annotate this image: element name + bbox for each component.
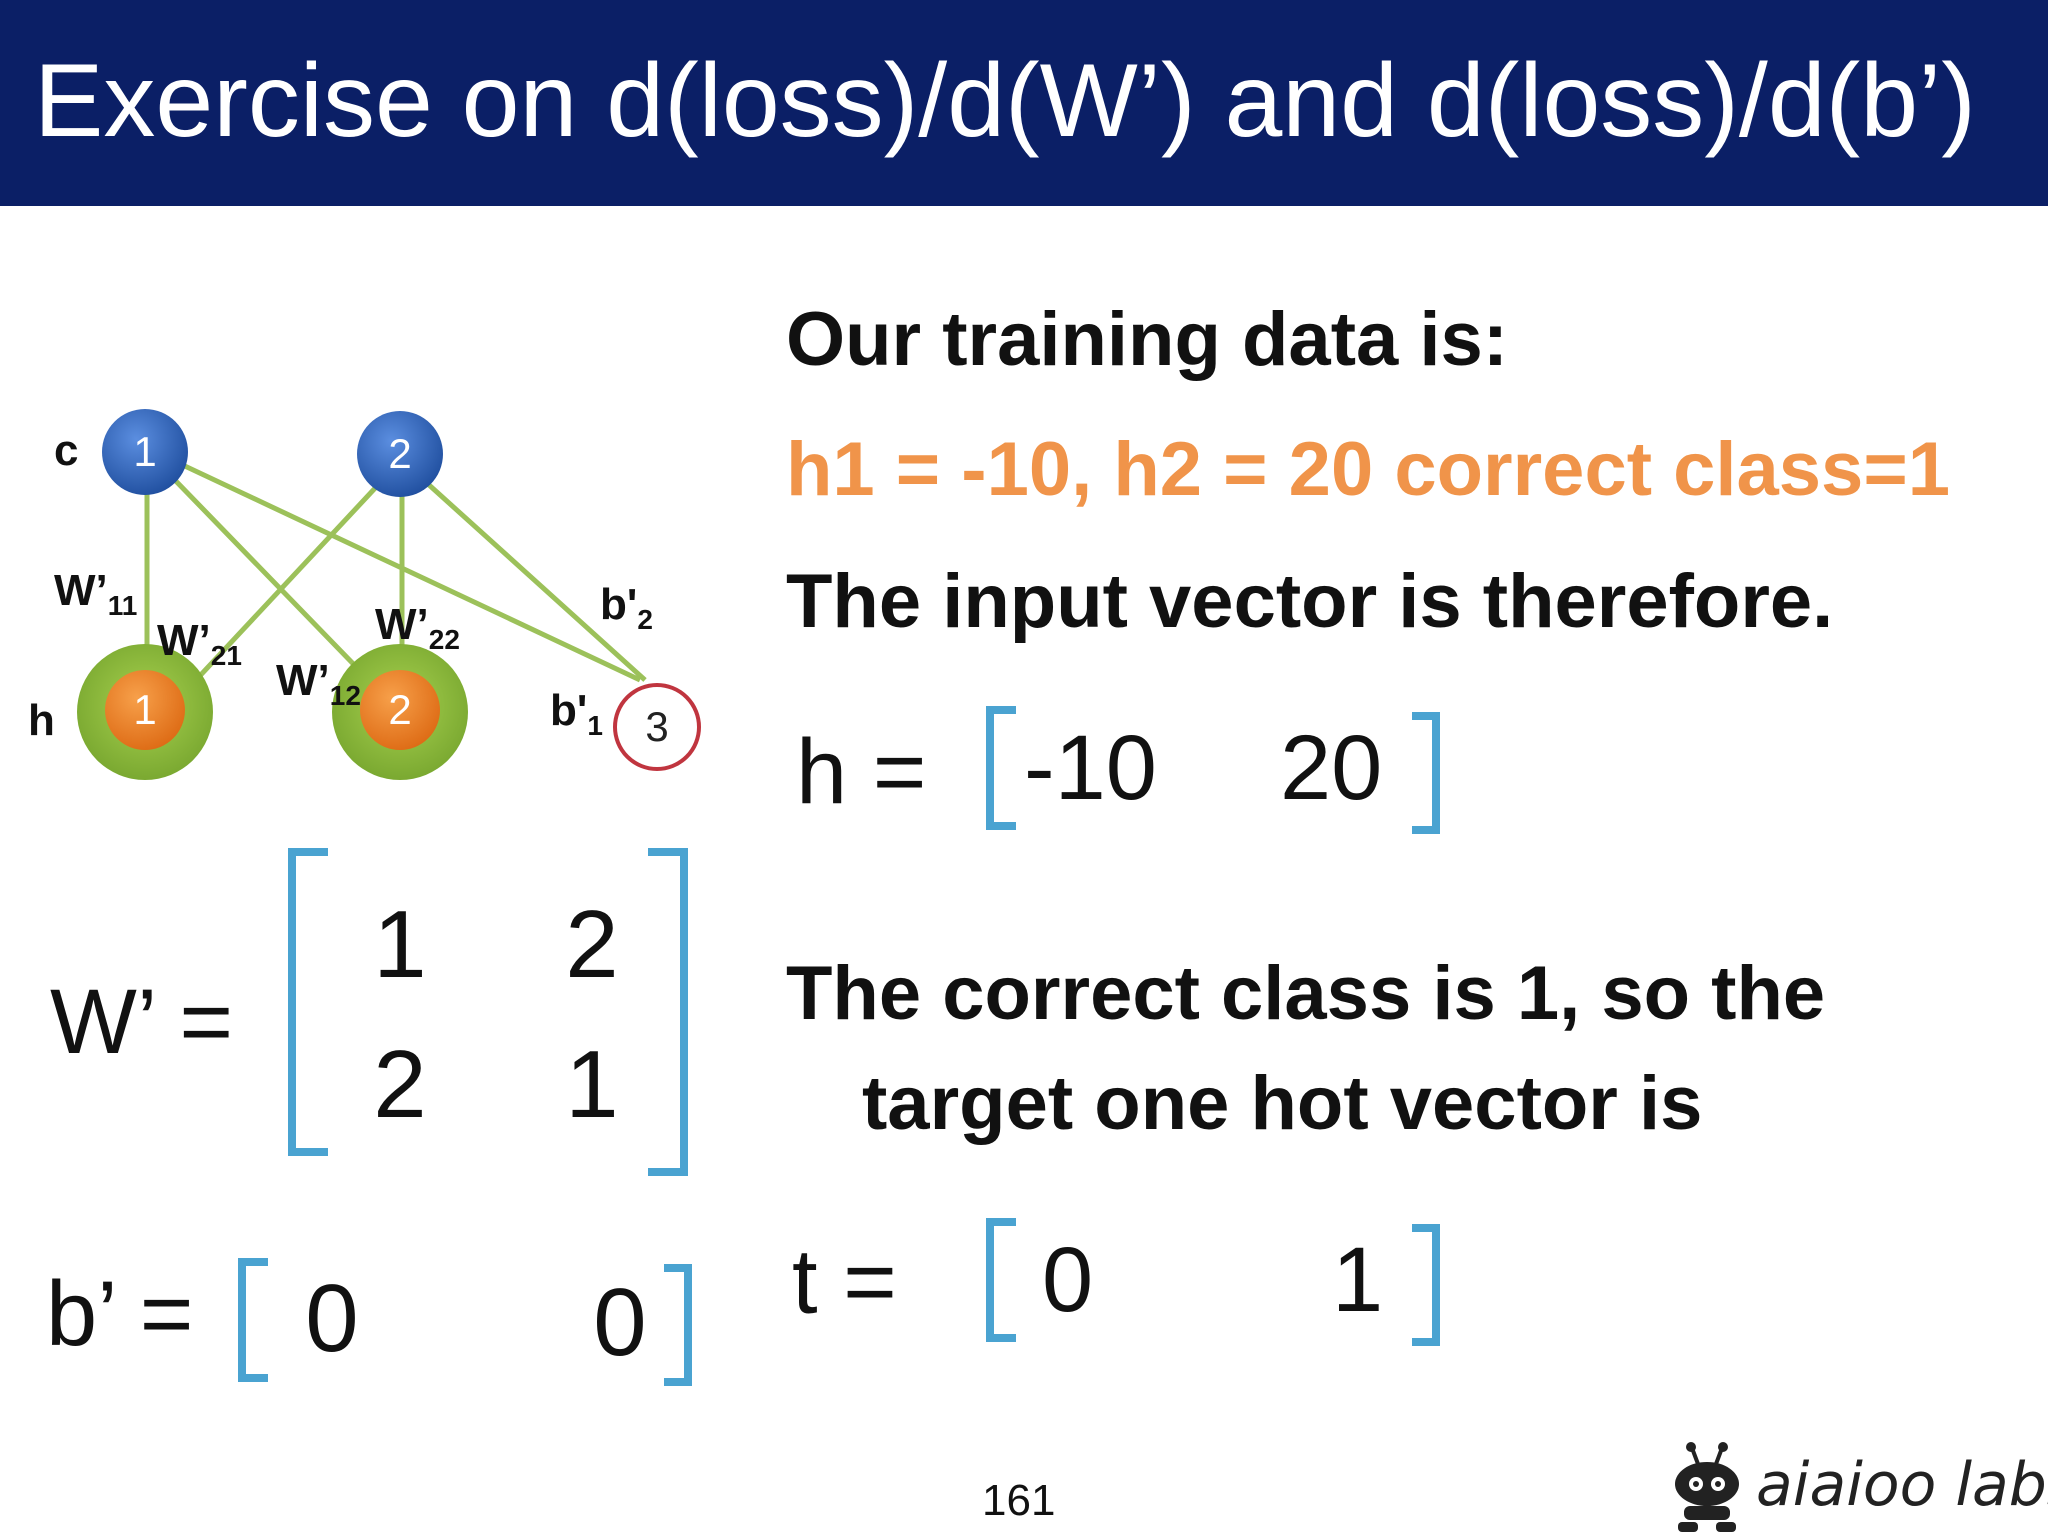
- bottom-node-1-label: 1: [133, 686, 157, 733]
- t-vector-label: t =: [792, 1231, 897, 1333]
- correct-class-line-1: The correct class is 1, so the: [786, 951, 1826, 1036]
- robot-icon: [1675, 1442, 1739, 1532]
- b-vector-left-bracket: [238, 1258, 268, 1382]
- network-diagram: c h 1 2 1 2 3 W’11 W’21 W’12 W’22 b'2 b'…: [0, 380, 740, 820]
- t-vector-value-1: 0: [1042, 1229, 1094, 1331]
- bottom-node-2-label: 2: [388, 686, 412, 733]
- w-matrix-cell-2-1: 2: [373, 1031, 427, 1138]
- label-w21: W’21: [157, 616, 242, 671]
- training-data-heading: Our training data is:: [786, 297, 1509, 382]
- aiaioo-logo: aiaioo labs: [1668, 1440, 2048, 1536]
- slide-title: Exercise on d(loss)/d(W’) and d(loss)/d(…: [34, 43, 1976, 159]
- w-matrix-right-bracket: [648, 848, 688, 1176]
- top-node-2-label: 2: [388, 430, 412, 477]
- logo-text: aiaioo labs: [1756, 1450, 2048, 1520]
- h-vector-label: h =: [796, 721, 927, 823]
- bias-node: [613, 683, 701, 771]
- t-vector-value-2: 1: [1332, 1229, 1384, 1331]
- b-vector-label: b’ =: [46, 1263, 194, 1365]
- label-h: h: [28, 696, 55, 745]
- b-vector-value-2: 0: [593, 1269, 647, 1376]
- title-bar: Exercise on d(loss)/d(W’) and d(loss)/d(…: [0, 0, 2048, 206]
- b-vector-value-1: 0: [305, 1265, 359, 1372]
- edge-w21: [166, 483, 380, 712]
- input-vector-heading: The input vector is therefore.: [786, 559, 1834, 644]
- bottom-node-2-inner: [360, 670, 440, 750]
- w-matrix-cell-2-2: 1: [565, 1031, 619, 1138]
- label-b1: b'1: [550, 686, 603, 741]
- h-vector-value-1: -10: [1024, 717, 1157, 819]
- w-matrix-label: W’ =: [50, 971, 234, 1073]
- b-vector-right-bracket: [664, 1264, 692, 1386]
- h-vector-left-bracket: [986, 706, 1016, 830]
- h-vector-value-2: 20: [1280, 717, 1383, 819]
- top-node-1-label: 1: [133, 428, 157, 475]
- t-vector-right-bracket: [1412, 1224, 1440, 1346]
- edge-b2: [416, 473, 647, 682]
- label-b2: b'2: [600, 580, 653, 635]
- correct-class-line-2: target one hot vector is: [862, 1061, 1703, 1146]
- training-data-values: h1 = -10, h2 = 20 correct class=1: [786, 427, 1950, 512]
- label-c: c: [54, 426, 79, 475]
- network-diagram-graphic: [77, 409, 701, 780]
- label-w22: W’22: [375, 600, 460, 655]
- h-vector-right-bracket: [1412, 712, 1440, 834]
- top-node-2: [357, 411, 443, 497]
- w-matrix-left-bracket: [288, 848, 328, 1156]
- t-vector-left-bracket: [986, 1218, 1016, 1342]
- edge-b1: [170, 457, 642, 683]
- top-node-1: [102, 409, 188, 495]
- label-w12: W’12: [276, 656, 361, 711]
- w-matrix-cell-1-1: 1: [373, 891, 427, 998]
- label-w11: W’11: [54, 566, 138, 621]
- page-number: 161: [982, 1476, 1056, 1525]
- w-matrix-cell-1-2: 2: [565, 891, 619, 998]
- bias-node-label: 3: [645, 703, 669, 750]
- bottom-node-1-inner: [105, 670, 185, 750]
